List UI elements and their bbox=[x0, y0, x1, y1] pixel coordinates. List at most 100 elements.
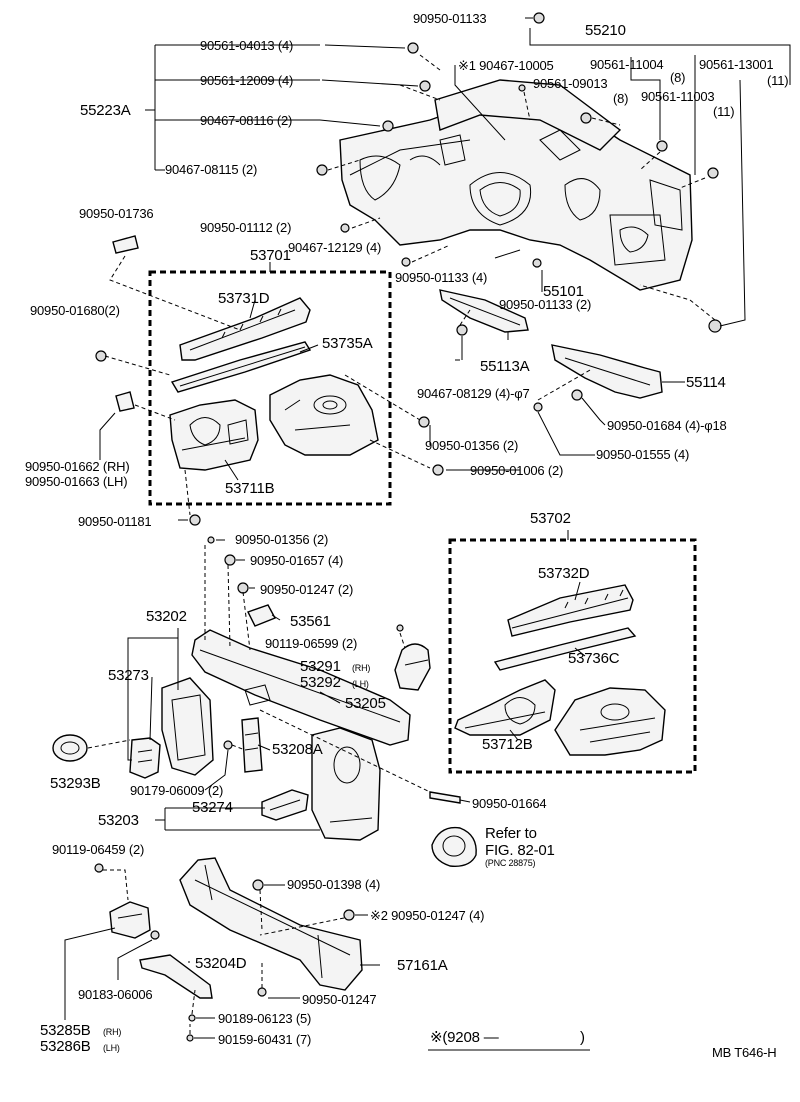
label-90950-01247-a: 90950-01247 (2) bbox=[260, 582, 354, 597]
label-53711B: 53711B bbox=[225, 480, 275, 497]
leader-lines-53702 bbox=[510, 530, 585, 740]
part-55113A bbox=[440, 290, 528, 332]
label-pnc: (PNC 28875) bbox=[485, 858, 536, 868]
part-53711B bbox=[170, 400, 258, 470]
part-53285B bbox=[110, 902, 150, 938]
label-90950-01133-low: 90950-01133 (2) bbox=[499, 297, 592, 312]
part-55114 bbox=[552, 345, 662, 398]
label-90561-11003: 90561-11003 bbox=[641, 89, 715, 104]
label-53286B-lh: (LH) bbox=[103, 1043, 120, 1053]
label-90950-01247-c: 90950-01247 bbox=[302, 992, 377, 1007]
label-53712B: 53712B bbox=[482, 736, 533, 753]
label-90119-06459: 90119-06459 (2) bbox=[52, 842, 145, 857]
label-90950-01133-mid: 90950-01133 (4) bbox=[395, 270, 488, 285]
dash-panel-55101 bbox=[340, 80, 692, 290]
label-90950-01247-b: ※2 90950-01247 (4) bbox=[370, 908, 485, 923]
label-55223A: 55223A bbox=[80, 102, 131, 119]
reference-code: MB T646-H bbox=[712, 1045, 777, 1060]
label-90467-12129: 90467-12129 (4) bbox=[288, 240, 382, 255]
part-90950-01662 bbox=[116, 392, 134, 411]
label-90561-11004: 90561-11004 bbox=[590, 57, 664, 72]
label-53735A: 53735A bbox=[322, 335, 373, 352]
label-90467-08115: 90467-08115 (2) bbox=[165, 162, 258, 177]
leader-lines-bottom bbox=[65, 870, 380, 1038]
label-53285B-rh: (RH) bbox=[103, 1027, 122, 1037]
label-53202: 53202 bbox=[146, 608, 187, 625]
label-55101: 55101 bbox=[543, 283, 584, 300]
label-90950-01664: 90950-01664 bbox=[472, 796, 547, 811]
part-90950-01736 bbox=[113, 236, 138, 253]
part-57161A bbox=[180, 858, 362, 990]
label-53273: 53273 bbox=[108, 667, 149, 684]
leader-lines-front bbox=[88, 540, 470, 830]
date-note: ※(9208 — bbox=[430, 1029, 499, 1046]
label-90950-01662: 90950-01662 (RH) bbox=[25, 459, 130, 474]
label-90561-11003-qty: (11) bbox=[713, 104, 735, 119]
label-90561-04013: 90561-04013 (4) bbox=[200, 38, 294, 53]
label-90950-01684: 90950-01684 (4)-φ18 bbox=[607, 418, 727, 433]
label-90179-06009: 90179-06009 (2) bbox=[130, 783, 224, 798]
label-53291-rh: (RH) bbox=[352, 663, 371, 673]
label-53204D: 53204D bbox=[195, 955, 247, 972]
part-53561 bbox=[248, 605, 275, 626]
label-53702: 53702 bbox=[530, 510, 571, 527]
label-90950-01736: 90950-01736 bbox=[79, 206, 154, 221]
label-57161A: 57161A bbox=[397, 957, 448, 974]
label-90467-10005: ※1 90467-10005 bbox=[458, 58, 554, 73]
label-55114: 55114 bbox=[686, 374, 726, 391]
label-53293B: 53293B bbox=[50, 775, 101, 792]
label-90467-08129: 90467-08129 (4)-φ7 bbox=[417, 386, 530, 401]
leader-lines-53701 bbox=[100, 256, 520, 520]
part-53202 bbox=[162, 678, 213, 775]
label-53208A: 53208A bbox=[272, 741, 323, 758]
group-box-53702 bbox=[450, 540, 695, 772]
label-90561-09013-qty: (8) bbox=[613, 91, 629, 106]
label-53286B: 53286B bbox=[40, 1038, 91, 1055]
label-90159-60431: 90159-60431 (7) bbox=[218, 1032, 312, 1047]
label-90119-06599: 90119-06599 (2) bbox=[265, 636, 358, 651]
part-53291 bbox=[395, 644, 430, 690]
part-53274 bbox=[262, 790, 308, 820]
part-53204D bbox=[140, 955, 212, 998]
part-53203 bbox=[312, 728, 380, 840]
label-53292-lh: (LH) bbox=[352, 679, 369, 689]
part-53712B bbox=[455, 680, 555, 735]
label-90183-06006: 90183-06006 bbox=[78, 987, 153, 1002]
label-90950-01356-a: 90950-01356 (2) bbox=[425, 438, 519, 453]
part-headlamp-ref bbox=[432, 828, 476, 867]
leader-lines-mid bbox=[455, 310, 685, 455]
part-53735A bbox=[172, 342, 310, 392]
label-90561-13001-qty: (11) bbox=[767, 73, 789, 88]
part-53293B bbox=[53, 735, 87, 761]
part-53732D bbox=[508, 585, 633, 636]
label-53732D: 53732D bbox=[538, 565, 590, 582]
part-wheelhouse-rh bbox=[555, 688, 665, 755]
label-53561: 53561 bbox=[290, 613, 331, 630]
label-53736C: 53736C bbox=[568, 650, 620, 667]
label-refer-to: Refer to bbox=[485, 825, 537, 842]
label-90950-01356-b: 90950-01356 (2) bbox=[235, 532, 329, 547]
label-53701: 53701 bbox=[250, 247, 291, 264]
label-55113A: 55113A bbox=[480, 358, 530, 375]
label-90950-01181: 90950-01181 bbox=[78, 514, 152, 529]
label-fig-82-01: FIG. 82-01 bbox=[485, 842, 555, 859]
label-90950-01133-top: 90950-01133 bbox=[413, 11, 487, 26]
part-90950-01664 bbox=[430, 792, 460, 803]
label-90950-01006: 90950-01006 (2) bbox=[470, 463, 564, 478]
label-53274: 53274 bbox=[192, 799, 233, 816]
fasteners-top bbox=[96, 13, 721, 361]
label-90950-01398: 90950-01398 (4) bbox=[287, 877, 381, 892]
label-90950-01680: 90950-01680(2) bbox=[30, 303, 120, 318]
part-53736C bbox=[495, 628, 635, 670]
label-90561-13001: 90561-13001 bbox=[699, 57, 774, 72]
label-53285B: 53285B bbox=[40, 1022, 91, 1039]
leader-lines-top bbox=[145, 18, 790, 326]
label-90950-01112: 90950-01112 (2) bbox=[200, 220, 292, 235]
label-90189-06123: 90189-06123 (5) bbox=[218, 1011, 312, 1026]
label-90561-12009: 90561-12009 (4) bbox=[200, 73, 294, 88]
label-90561-09013: 90561-09013 bbox=[533, 76, 608, 91]
part-wheelhouse-inner bbox=[270, 375, 378, 455]
label-53292: 53292 bbox=[300, 674, 341, 691]
label-90467-08116: 90467-08116 (2) bbox=[200, 113, 293, 128]
